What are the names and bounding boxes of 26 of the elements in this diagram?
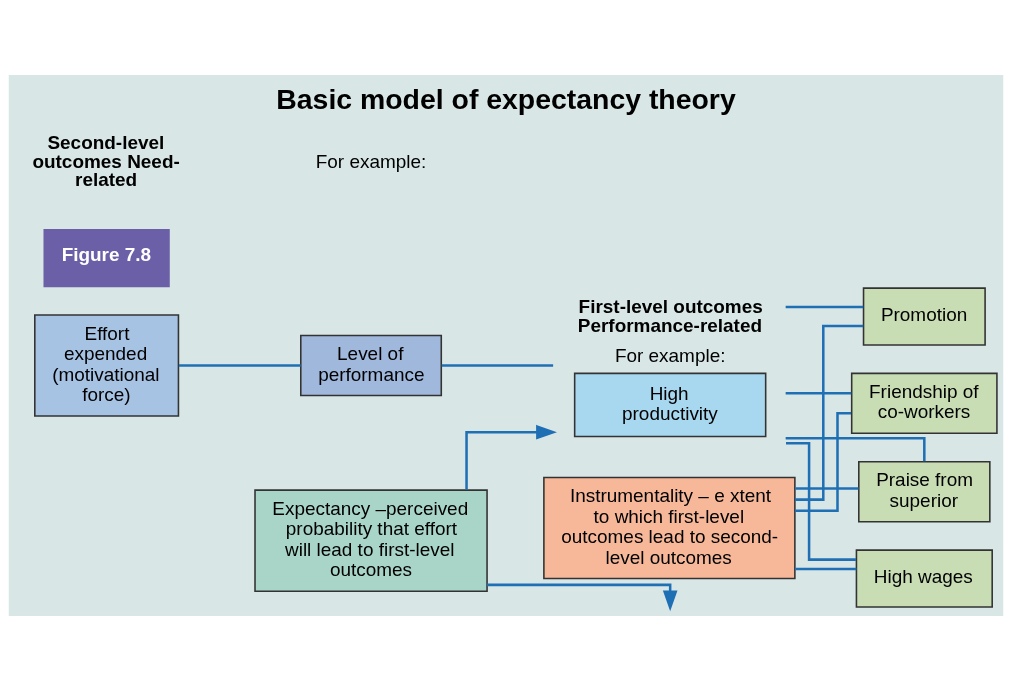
node-label: First-level outcomes Performance-related <box>577 295 763 336</box>
connector <box>786 442 856 561</box>
arrow <box>487 583 678 612</box>
node-box: Instrumentality – e xtent to which first-level outcomes lead to second-level outcomes <box>543 476 796 580</box>
arrow <box>465 424 557 490</box>
diagram-title: Basic model of expectancy theory <box>276 82 736 115</box>
connector <box>785 305 864 309</box>
connector <box>178 364 301 367</box>
node-label: For example: <box>614 344 726 366</box>
label: Figure 7.8 <box>61 244 152 266</box>
connector <box>795 412 852 512</box>
node-box: Promotion <box>862 287 986 346</box>
node-box: Effort expended (motivational force) <box>34 314 180 417</box>
node-box: Expectancy –perceived probability that effort will lead to first-level outcomes <box>254 489 488 592</box>
connector <box>795 567 857 571</box>
node-box: Level of performance <box>300 334 443 397</box>
connector <box>795 324 864 501</box>
connector <box>441 364 554 367</box>
node-box: Praise from superior <box>858 460 991 523</box>
node-box: High wages <box>855 549 993 608</box>
connector <box>785 437 926 462</box>
label: Second-level outcomes Need-related <box>32 131 180 191</box>
label: For example: <box>315 151 427 173</box>
connector <box>785 392 852 395</box>
connector <box>795 487 859 490</box>
node-box: Friendship of co-workers <box>850 372 998 435</box>
